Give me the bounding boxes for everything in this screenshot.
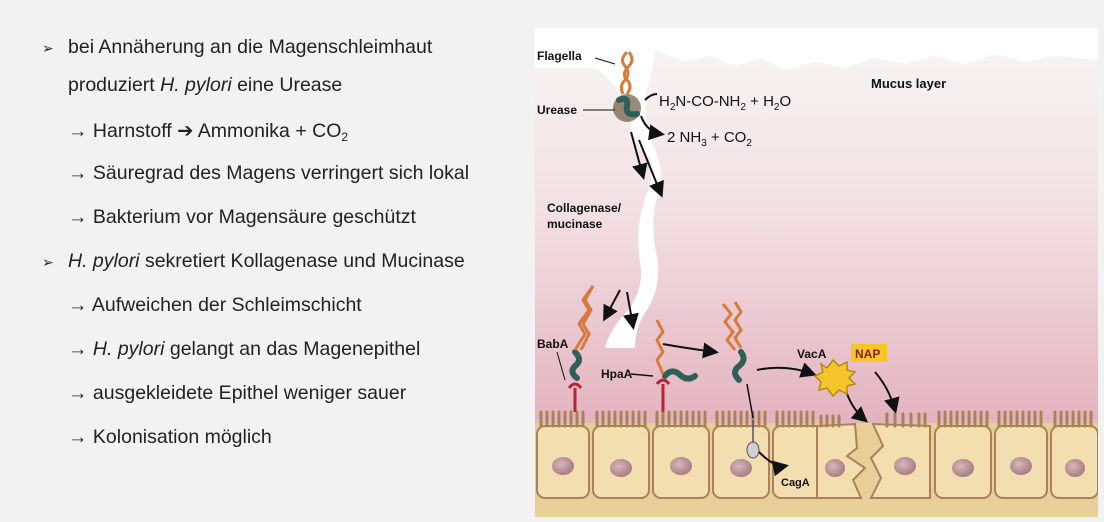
sub-item: → Kolonisation möglich <box>68 426 272 449</box>
bullet-continuation: produziert H. pylori eine Urease <box>68 74 342 97</box>
bullet-text: eine Urease <box>231 74 343 96</box>
sub-text: Bakterium vor Magensäure geschützt <box>92 206 416 228</box>
sub-item: → H. pylori gelangt an das Magenepithel <box>68 338 420 361</box>
label-mucus-layer: Mucus layer <box>871 76 946 91</box>
subscript: 2 <box>341 130 349 144</box>
label-nap: NAP <box>855 347 880 361</box>
reaction-ammonia: 2 NH3 + CO2 <box>667 129 752 149</box>
label-collagenase: Collagenase/ <box>547 201 622 215</box>
bacterium-baba <box>567 285 595 412</box>
arrow-icon: → <box>68 338 88 360</box>
arrow-icon: → <box>68 162 88 184</box>
bullet-text: bei Annäherung an die Magenschleimhaut <box>68 36 433 58</box>
vaca-toxin <box>813 358 857 398</box>
pathogenesis-figure: Flagella Urease Mucus layer H2N-CO-NH2 +… <box>535 28 1099 517</box>
label-hpaa: HpaA <box>601 367 633 381</box>
arrow-icon: → <box>68 294 88 316</box>
species-name: H. pylori <box>68 250 140 272</box>
sub-text: gelangt an das Magenepithel <box>164 338 421 360</box>
sub-text: Aufweichen der Schleimschicht <box>91 294 362 316</box>
species-name: H. pylori <box>92 338 165 360</box>
thick-arrow-icon: ➔ <box>177 120 194 142</box>
species-name: H. pylori <box>160 74 232 96</box>
figure-svg: Flagella Urease Mucus layer H2N-CO-NH2 +… <box>535 49 1099 517</box>
sub-item: → Säuregrad des Magens verringert sich l… <box>68 162 469 185</box>
arrow-icon: → <box>68 120 88 142</box>
bullet-text: sekretiert Kollagenase und Mucinase <box>139 250 465 272</box>
mucus-layer <box>535 50 1098 423</box>
label-flagella: Flagella <box>537 49 582 63</box>
label-vaca: VacA <box>797 347 827 361</box>
reaction-urea: H2N-CO-NH2 + H2O <box>659 93 791 113</box>
sub-item: → ausgekleidete Epithel weniger sauer <box>68 382 406 405</box>
sub-text: Säuregrad des Magens verringert sich lok… <box>92 162 470 184</box>
label-mucinase: mucinase <box>547 217 603 231</box>
arrow-icon: → <box>68 206 88 228</box>
epithelium <box>535 410 1099 517</box>
bullet-marker-icon: ➢ <box>42 40 54 56</box>
bullet-marker-icon: ➢ <box>42 254 54 270</box>
sub-item: → Harnstoff ➔ Ammonika + CO2 <box>68 119 348 144</box>
sub-text: Harnstoff <box>92 120 178 142</box>
bacterium-urease <box>613 50 641 122</box>
bacterium-cag <box>721 301 760 459</box>
bacterium-hpaa <box>630 319 698 412</box>
sub-text: ausgekleidete Epithel weniger sauer <box>92 382 407 404</box>
sub-item: → Bakterium vor Magensäure geschützt <box>68 206 416 229</box>
label-urease: Urease <box>537 103 577 117</box>
arrow-icon: → <box>68 426 88 448</box>
nap-badge <box>851 344 887 362</box>
sub-item: → Aufweichen der Schleimschicht <box>68 294 362 317</box>
sub-text: Ammonika + CO <box>193 120 342 142</box>
arrow-icon: → <box>68 382 88 404</box>
label-caga: CagA <box>781 477 810 489</box>
bullet-text: produziert <box>68 74 161 96</box>
sub-text: Kolonisation möglich <box>92 426 272 448</box>
label-baba: BabA <box>537 337 569 351</box>
